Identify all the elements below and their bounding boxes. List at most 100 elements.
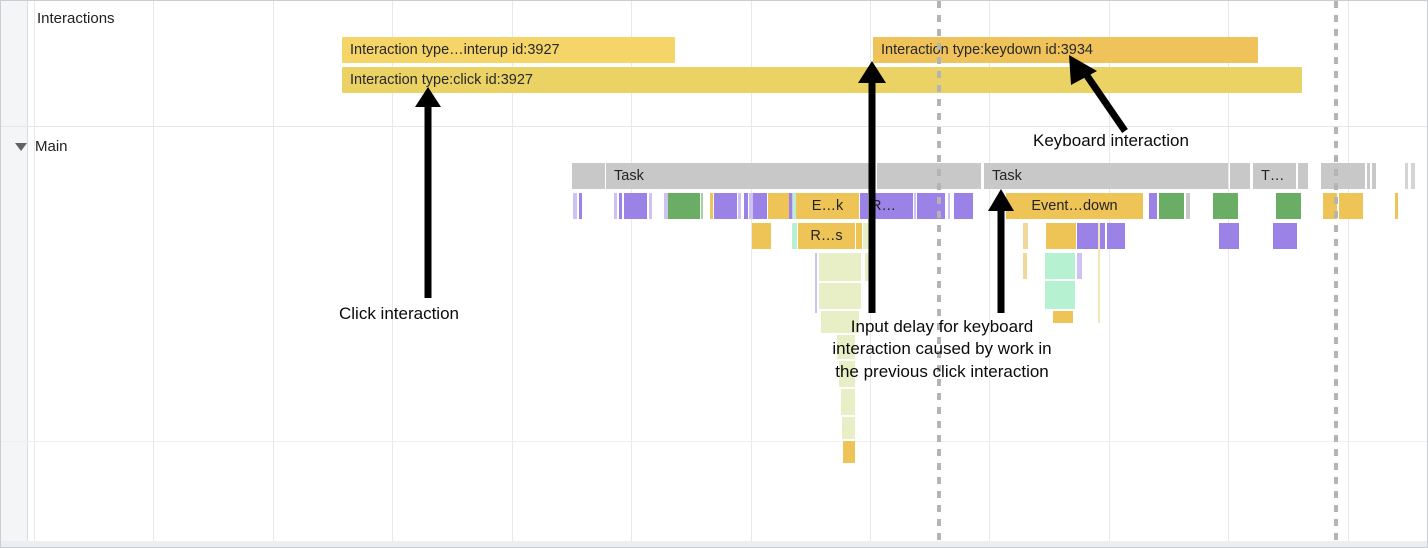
- flame-block[interactable]: [749, 193, 753, 219]
- bottom-bar: [1, 541, 1427, 547]
- flame-block-deep[interactable]: [839, 361, 855, 387]
- flame-block-deep[interactable]: [842, 417, 855, 439]
- flame-block-deep[interactable]: [1045, 281, 1075, 309]
- left-gutter: [1, 1, 27, 547]
- flame-block[interactable]: [664, 193, 668, 219]
- flame-block[interactable]: [791, 193, 794, 219]
- task-block[interactable]: [1405, 163, 1408, 189]
- task-block[interactable]: T…: [1252, 163, 1296, 189]
- flame-block-deep[interactable]: [843, 441, 855, 463]
- flame-block[interactable]: [1107, 223, 1125, 249]
- flame-block[interactable]: [792, 223, 797, 249]
- task-block[interactable]: [877, 163, 981, 189]
- flame-block-deep[interactable]: [865, 253, 870, 281]
- flame-block-deep[interactable]: [1077, 253, 1082, 279]
- flame-block[interactable]: [753, 193, 767, 219]
- flame-block-event[interactable]: R…: [869, 193, 913, 219]
- flame-block[interactable]: [614, 193, 617, 219]
- input-delay-note: Input delay for keyboard interaction cau…: [832, 317, 1052, 381]
- arrow-click-interaction: [415, 87, 441, 298]
- left-gutter-border: [27, 1, 28, 547]
- flame-block-deep[interactable]: [1045, 253, 1075, 279]
- flame-block[interactable]: [579, 193, 582, 219]
- interaction-bar-pointerup[interactable]: Interaction type…interup id:3927: [342, 37, 675, 63]
- flame-block-event[interactable]: Event…down: [1006, 193, 1143, 219]
- gridline: [1348, 1, 1349, 547]
- track-label-interactions[interactable]: Interactions: [37, 10, 115, 27]
- flame-block-event[interactable]: R…s: [798, 223, 855, 249]
- flame-block[interactable]: [624, 193, 647, 219]
- flame-block-deep[interactable]: [837, 335, 855, 359]
- keyboard-interaction-note: Keyboard interaction: [1033, 131, 1189, 150]
- flame-block[interactable]: [573, 193, 577, 219]
- flame-block-deep[interactable]: [1053, 311, 1073, 323]
- flame-block[interactable]: [668, 193, 700, 219]
- flame-label: E…k: [811, 198, 844, 214]
- interaction-bar-keydown[interactable]: Interaction type:keydown id:3934: [873, 37, 1258, 63]
- gridline: [153, 1, 154, 547]
- gridline: [34, 1, 35, 547]
- flame-block[interactable]: [1273, 223, 1297, 249]
- flame-block[interactable]: [1186, 193, 1190, 219]
- flame-block[interactable]: [768, 193, 790, 219]
- flame-block[interactable]: [1395, 193, 1398, 219]
- flame-block[interactable]: [863, 223, 870, 249]
- task-block[interactable]: [1372, 163, 1376, 189]
- gridline: [631, 1, 632, 547]
- task-block[interactable]: [1298, 163, 1308, 189]
- flame-block[interactable]: [701, 193, 703, 219]
- flame-block[interactable]: [744, 193, 748, 219]
- flame-block-deep[interactable]: [1023, 253, 1027, 279]
- task-block[interactable]: [572, 163, 605, 189]
- flame-block[interactable]: [649, 193, 652, 219]
- task-block[interactable]: [1321, 163, 1365, 189]
- flame-block[interactable]: [954, 193, 973, 219]
- gridline: [1228, 1, 1229, 547]
- flame-block-deep[interactable]: [819, 253, 861, 281]
- flame-block[interactable]: [1276, 193, 1301, 219]
- flame-block[interactable]: [1323, 193, 1337, 219]
- flame-block-deep[interactable]: [815, 253, 817, 313]
- flame-block[interactable]: [738, 193, 741, 219]
- task-block[interactable]: Task: [983, 163, 1228, 189]
- flame-block[interactable]: [752, 223, 771, 249]
- flame-block-deep[interactable]: [1098, 223, 1100, 323]
- gridline: [512, 1, 513, 547]
- flame-block[interactable]: [710, 193, 713, 219]
- task-block[interactable]: Task: [605, 163, 873, 189]
- task-block[interactable]: [1230, 163, 1250, 189]
- flame-block[interactable]: [1046, 223, 1076, 249]
- flame-block[interactable]: [789, 193, 792, 219]
- flame-block[interactable]: [1339, 193, 1363, 219]
- flame-block[interactable]: [948, 193, 950, 219]
- track-label-main[interactable]: Main: [35, 138, 68, 155]
- flame-block-deep[interactable]: [819, 283, 861, 309]
- flame-block-deep[interactable]: [841, 389, 855, 415]
- flame-block[interactable]: [856, 223, 862, 249]
- dashed-marker-line: [937, 1, 941, 547]
- gridline: [273, 1, 274, 547]
- task-block[interactable]: [1367, 163, 1370, 189]
- flame-block[interactable]: [1023, 223, 1028, 249]
- flame-block[interactable]: [914, 193, 916, 219]
- flame-block[interactable]: [860, 193, 868, 219]
- flame-block[interactable]: [619, 193, 622, 219]
- gridline: [392, 1, 393, 547]
- flame-block[interactable]: [1077, 223, 1105, 249]
- dashed-marker-line: [1334, 1, 1338, 547]
- task-block[interactable]: [1411, 163, 1415, 189]
- flame-block[interactable]: [1159, 193, 1184, 219]
- gridline: [1109, 1, 1110, 547]
- triangle-down-icon[interactable]: [15, 143, 27, 151]
- flame-label: R…s: [810, 228, 843, 244]
- flame-block[interactable]: [714, 193, 737, 219]
- flame-block[interactable]: [1213, 193, 1238, 219]
- flame-block[interactable]: [1219, 223, 1239, 249]
- flame-block-deep[interactable]: [821, 311, 859, 333]
- flame-block[interactable]: [1149, 193, 1157, 219]
- click-interaction-note: Click interaction: [339, 304, 459, 323]
- interaction-bar-click[interactable]: Interaction type:click id:3927: [342, 67, 1302, 93]
- task-label: T…: [1261, 168, 1285, 184]
- flame-block-event[interactable]: E…k: [796, 193, 859, 219]
